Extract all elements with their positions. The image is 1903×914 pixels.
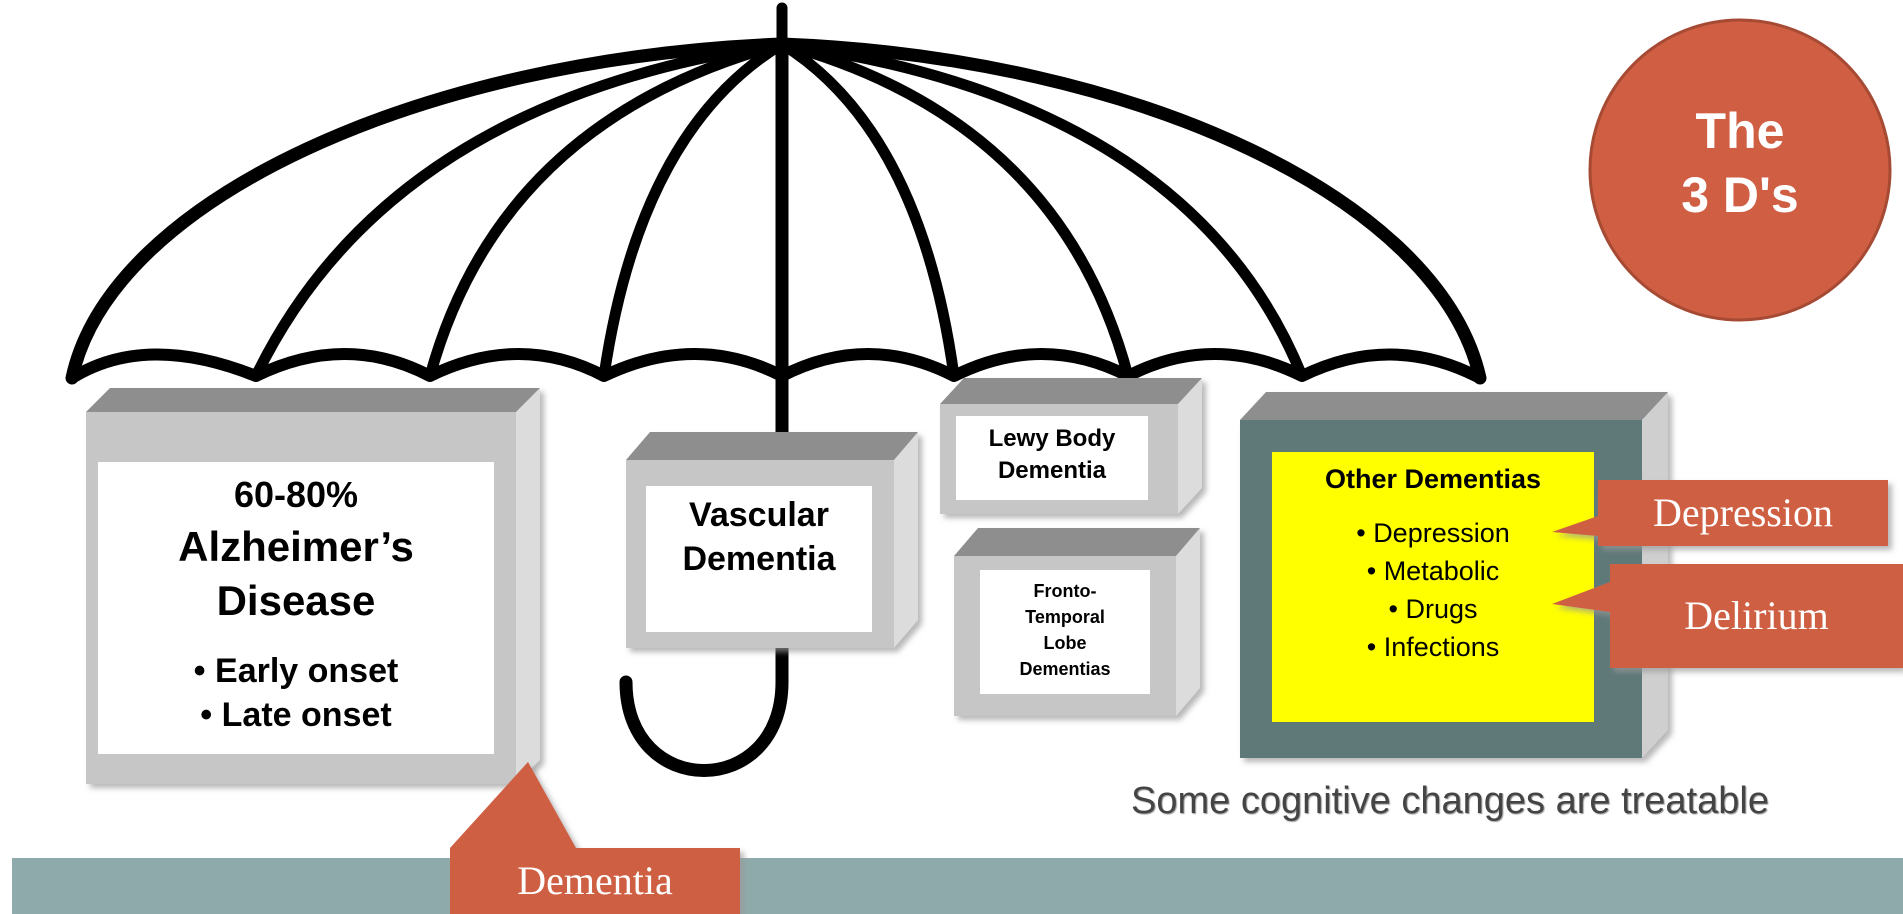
vascular-line-2: Dementia	[646, 538, 872, 580]
lewy-line-1: Lewy Body	[956, 424, 1148, 454]
other-dementias-item: • Infections	[1272, 629, 1594, 665]
callout-depression: Depression	[1598, 490, 1888, 536]
bottom-banner	[12, 858, 1903, 914]
callout-delirium: Delirium	[1610, 593, 1903, 639]
other-dementias-item: • Metabolic	[1272, 553, 1594, 589]
frontotemporal-line: Temporal	[980, 604, 1150, 630]
alzheimers-name-line-1: Alzheimer’s	[98, 522, 494, 572]
frontotemporal-line: Fronto-	[980, 578, 1150, 604]
other-dementias-item: • Drugs	[1272, 591, 1594, 627]
frontotemporal-line: Lobe	[980, 630, 1150, 656]
other-dementias-item: • Depression	[1272, 515, 1594, 551]
vascular-line-1: Vascular	[646, 494, 872, 536]
alzheimers-name-line-2: Disease	[98, 576, 494, 626]
badge-line-2: 3 D's	[1640, 168, 1840, 222]
callout-dementia: Dementia	[450, 858, 740, 904]
alzheimers-bullet: • Late onset	[98, 694, 494, 736]
alzheimers-percent: 60-80%	[98, 474, 494, 516]
treatable-caption: Some cognitive changes are treatable	[1070, 778, 1830, 824]
other-dementias-title: Other Dementias	[1272, 462, 1594, 496]
alzheimers-bullet: • Early onset	[98, 650, 494, 692]
frontotemporal-line: Dementias	[980, 656, 1150, 682]
lewy-line-2: Dementia	[956, 456, 1148, 486]
badge-line-1: The	[1640, 104, 1840, 158]
